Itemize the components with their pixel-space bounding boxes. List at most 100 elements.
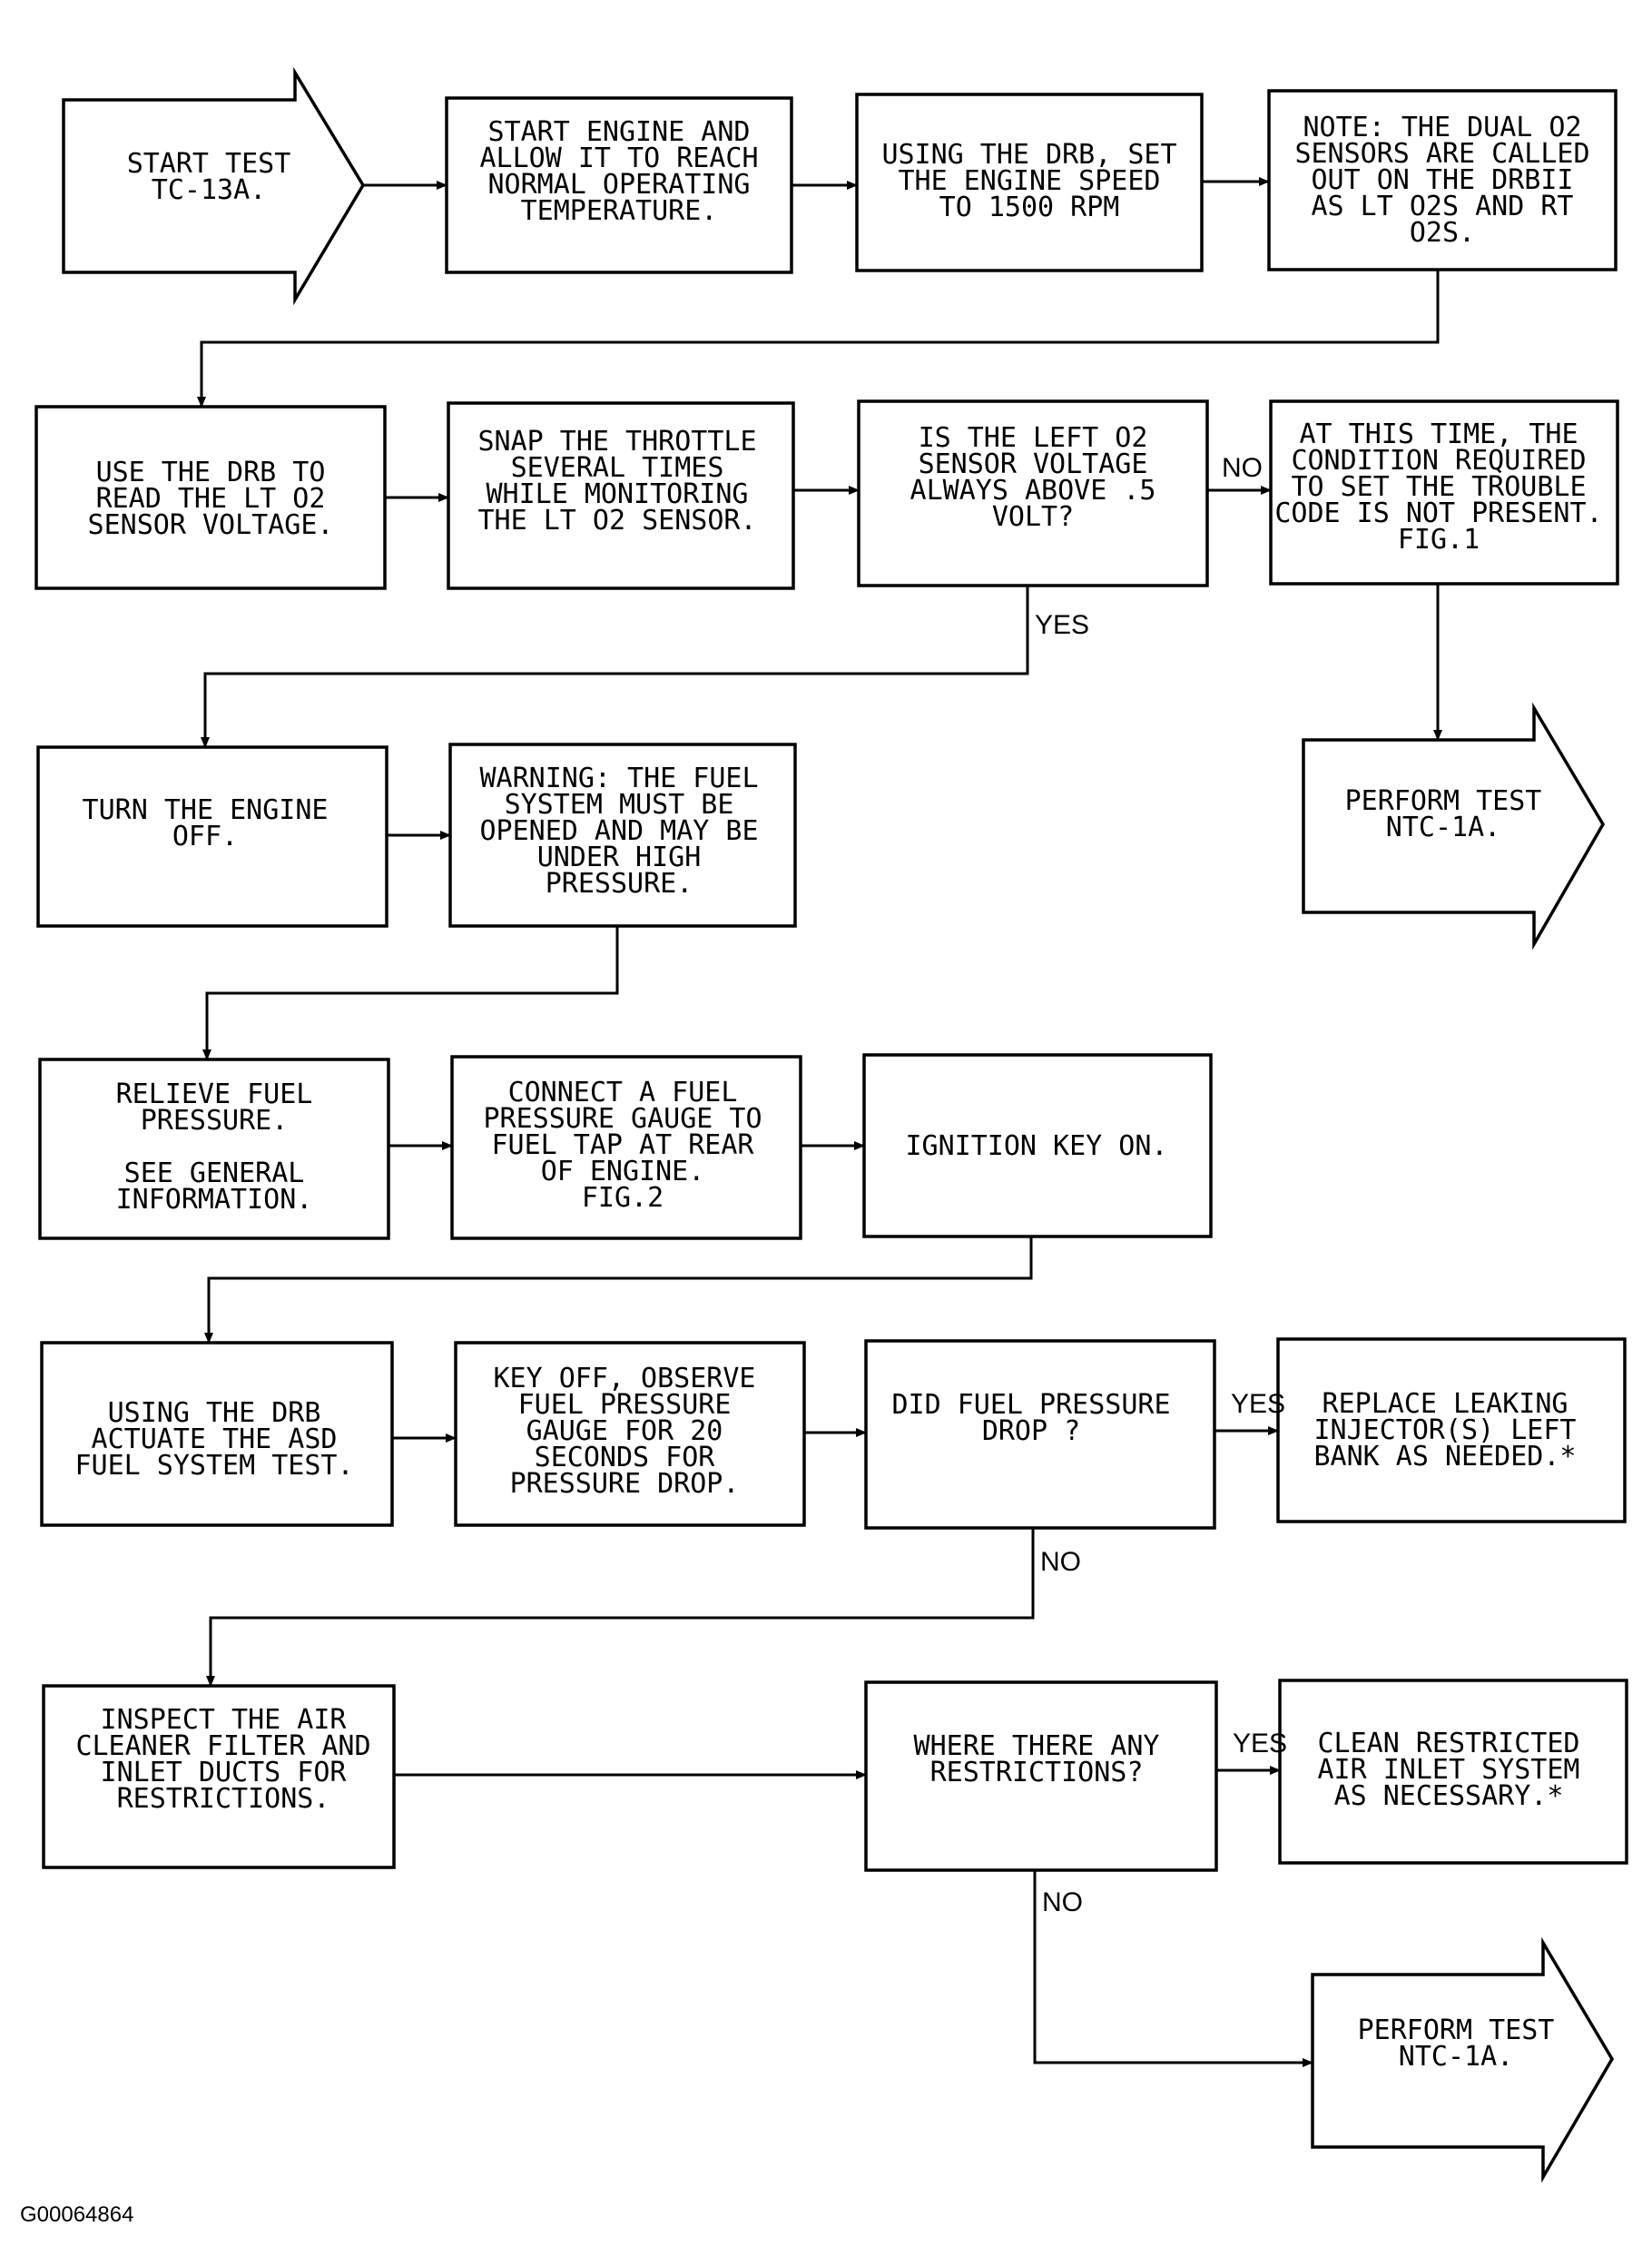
perform-ntc-1-line-1: NTC-1A. xyxy=(1386,812,1500,843)
read-lt-o2-line-1: READ THE LT O2 xyxy=(96,483,326,515)
branch-label-pressure-drop-yes: YES xyxy=(1231,1389,1285,1419)
clean-inlet-line-2: AS NECESSARY.* xyxy=(1334,1780,1564,1812)
key-off-observe-line-1: FUEL PRESSURE xyxy=(518,1389,732,1421)
inspect-air-line-0: INSPECT THE AIR xyxy=(101,1704,348,1736)
actuate-asd-box xyxy=(40,1341,394,1527)
engine-off-box xyxy=(36,745,388,928)
replace-injector-line-2: BANK AS NEEDED.* xyxy=(1314,1441,1577,1473)
warning-line-1: SYSTEM MUST BE xyxy=(505,789,734,821)
clean-inlet-line-0: CLEAN RESTRICTED xyxy=(1318,1728,1580,1759)
warning-line-4: PRESSURE. xyxy=(546,868,693,900)
set-speed-line-1: THE ENGINE SPEED xyxy=(899,165,1161,197)
left-o2-question-line-3: VOLT? xyxy=(992,501,1074,533)
inspect-air-line-3: RESTRICTIONS. xyxy=(117,1783,330,1815)
snap-throttle-line-0: SNAP THE THROTTLE xyxy=(477,426,756,458)
not-present-line-1: CONDITION REQUIRED xyxy=(1291,445,1586,477)
actuate-asd-line-1: ACTUATE THE ASD xyxy=(92,1424,338,1455)
figure-id: G00064864 xyxy=(20,2202,133,2227)
connector-ignition-to-actuate xyxy=(204,1236,1033,1344)
connector-note-to-read-lt-o2 xyxy=(197,270,1440,408)
snap-throttle-line-3: THE LT O2 SENSOR. xyxy=(477,505,756,537)
connect-gauge-box xyxy=(450,1055,802,1240)
note-line-2: OUT ON THE DRBII xyxy=(1312,164,1574,196)
snap-throttle-line-1: SEVERAL TIMES xyxy=(511,452,724,484)
pressure-drop-question-line-1: DROP ? xyxy=(982,1415,1080,1447)
actuate-asd-line-0: USING THE DRB xyxy=(108,1397,321,1429)
inspect-air-box xyxy=(42,1684,396,1869)
start-line-1: TC-13A. xyxy=(152,174,266,206)
set-speed-line-2: TO 1500 RPM xyxy=(939,192,1120,223)
connect-gauge-line-1: PRESSURE GAUGE TO xyxy=(483,1103,762,1135)
connect-gauge-line-4: FIG.2 xyxy=(582,1182,664,1214)
perform-ntc-2-line-0: PERFORM TEST xyxy=(1358,2015,1555,2046)
start-arrow-shape xyxy=(62,66,366,306)
not-present-line-3: CODE IS NOT PRESENT. xyxy=(1274,498,1602,529)
note-box xyxy=(1267,89,1618,271)
connect-gauge-line-0: CONNECT A FUEL xyxy=(508,1077,738,1108)
branch-label-restrictions-yes: YES xyxy=(1233,1729,1287,1758)
connector-pressure-drop-no xyxy=(206,1528,1035,1687)
inspect-air-line-1: CLEANER FILTER AND xyxy=(75,1730,370,1762)
snap-throttle-line-2: WHILE MONITORING xyxy=(487,478,749,510)
warning-line-2: OPENED AND MAY BE xyxy=(479,815,758,847)
branch-label-pressure-drop-no: NO xyxy=(1040,1547,1081,1577)
left-o2-question-line-2: ALWAYS ABOVE .5 xyxy=(910,475,1156,507)
key-off-observe-line-2: GAUGE FOR 20 xyxy=(526,1415,723,1447)
actuate-asd-line-2: FUEL SYSTEM TEST. xyxy=(74,1450,353,1482)
left-o2-question-box xyxy=(857,399,1209,587)
connectors xyxy=(197,177,1442,2067)
relieve-box xyxy=(38,1058,390,1240)
replace-injector-line-1: INJECTOR(S) LEFT xyxy=(1314,1414,1577,1446)
ignition-on-box xyxy=(862,1053,1213,1238)
relieve-line-1: PRESSURE. xyxy=(141,1105,289,1137)
start-engine-line-0: START ENGINE AND xyxy=(488,116,751,148)
clean-inlet-line-1: AIR INLET SYSTEM xyxy=(1318,1754,1580,1786)
read-lt-o2-line-2: SENSOR VOLTAGE. xyxy=(88,509,334,541)
pressure-drop-question-line-0: DID FUEL PRESSURE xyxy=(891,1389,1170,1421)
engine-off-line-1: OFF. xyxy=(172,821,238,852)
start-engine-box xyxy=(445,96,793,274)
not-present-line-4: FIG.1 xyxy=(1398,524,1480,556)
restrictions-question-line-1: RESTRICTIONS? xyxy=(930,1757,1144,1788)
not-present-line-0: AT THIS TIME, THE xyxy=(1299,419,1578,450)
start-engine-line-1: ALLOW IT TO REACH xyxy=(479,143,758,174)
key-off-observe-line-3: SECONDS FOR xyxy=(535,1442,716,1473)
connect-gauge-line-2: FUEL TAP AT REAR xyxy=(492,1129,755,1161)
connector-warning-to-relieve xyxy=(202,926,619,1060)
set-speed-line-0: USING THE DRB, SET xyxy=(881,139,1176,171)
relieve-line-0: RELIEVE FUEL xyxy=(116,1079,313,1110)
start-engine-line-3: TEMPERATURE. xyxy=(521,195,718,227)
note-line-4: O2S. xyxy=(1410,217,1475,249)
key-off-observe-line-4: PRESSURE DROP. xyxy=(510,1468,740,1500)
warning-line-0: WARNING: THE FUEL xyxy=(479,763,758,794)
read-lt-o2-line-0: USE THE DRB TO xyxy=(96,457,326,488)
warning-box xyxy=(448,743,797,928)
perform-ntc-1-arrow-shape xyxy=(1302,702,1606,951)
start-line-0: START TEST xyxy=(127,148,291,180)
replace-injector-line-0: REPLACE LEAKING xyxy=(1323,1388,1568,1420)
branch-label-left-o2-no: NO xyxy=(1222,453,1263,483)
restrictions-question-box xyxy=(864,1680,1218,1872)
warning-line-3: UNDER HIGH xyxy=(537,842,702,873)
set-speed-box xyxy=(855,93,1204,272)
note-line-1: SENSORS ARE CALLED xyxy=(1294,138,1589,170)
branch-labels: NO YES YES NO YES NO xyxy=(1035,453,1287,1917)
perform-ntc-2-line-1: NTC-1A. xyxy=(1399,2041,1513,2073)
connector-question-yes xyxy=(201,586,1029,748)
connector-restrictions-no xyxy=(1033,1870,1313,2067)
key-off-observe-box xyxy=(454,1341,806,1527)
